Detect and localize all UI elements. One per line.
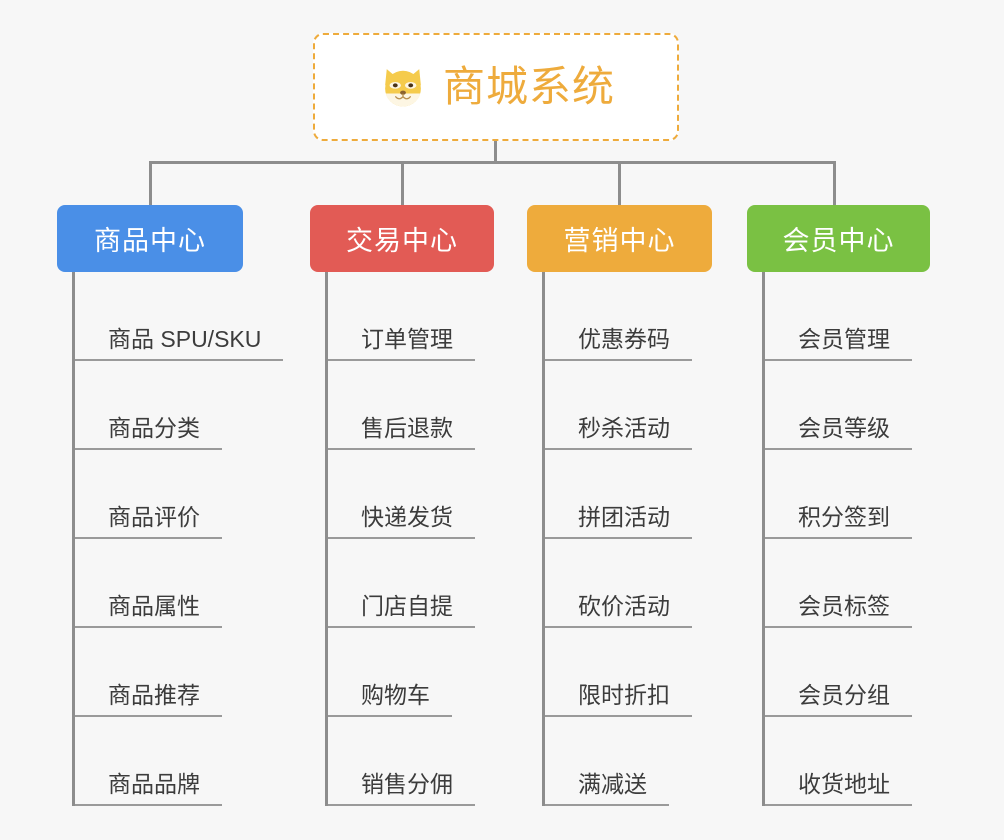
leaf-label: 满减送 — [578, 771, 647, 798]
connector-drop-4 — [833, 161, 836, 205]
leaf-item[interactable]: 收货地址 — [765, 717, 912, 806]
leaf-item[interactable]: 商品 SPU/SKU — [75, 272, 284, 361]
leaf-label: 拼团活动 — [578, 504, 670, 531]
leaf-label: 商品属性 — [108, 593, 200, 620]
category-label-4: 会员中心 — [782, 226, 895, 256]
leaf-item[interactable]: 商品分类 — [75, 361, 222, 450]
leaf-item[interactable]: 会员管理 — [765, 272, 912, 361]
leaf-label: 商品品牌 — [108, 771, 200, 798]
leaf-item[interactable]: 商品推荐 — [75, 628, 222, 717]
branch-trunk-3 — [542, 272, 545, 806]
leaf-item[interactable]: 限时折扣 — [545, 628, 692, 717]
leaf-label: 会员分组 — [798, 682, 890, 709]
leaf-label: 优惠券码 — [578, 326, 670, 353]
leaf-item[interactable]: 售后退款 — [328, 361, 475, 450]
leaf-label: 限时折扣 — [578, 682, 670, 709]
connector-drop-2 — [401, 161, 404, 205]
leaf-item[interactable]: 满减送 — [545, 717, 669, 806]
connector-horizontal-bus — [149, 161, 836, 164]
category-box-2[interactable]: 交易中心 — [310, 205, 494, 272]
leaf-item[interactable]: 商品品牌 — [75, 717, 222, 806]
leaf-item[interactable]: 砍价活动 — [545, 539, 692, 628]
root-title: 商城系统 — [442, 63, 615, 110]
leaf-item[interactable]: 会员标签 — [765, 539, 912, 628]
leaf-item[interactable]: 商品评价 — [75, 450, 222, 539]
category-box-3[interactable]: 营销中心 — [527, 205, 712, 272]
leaf-label: 砍价活动 — [578, 593, 670, 620]
leaf-label: 会员等级 — [798, 415, 890, 442]
leaf-label: 会员管理 — [798, 326, 890, 353]
branch-trunk-1 — [72, 272, 75, 806]
leaf-label: 售后退款 — [361, 415, 453, 442]
leaf-item[interactable]: 销售分佣 — [328, 717, 475, 806]
leaf-label: 积分签到 — [798, 504, 890, 531]
leaf-label: 购物车 — [361, 682, 430, 709]
branch-trunk-4 — [762, 272, 765, 806]
root-node[interactable]: 商城系统 — [313, 33, 679, 141]
leaf-item[interactable]: 拼团活动 — [545, 450, 692, 539]
leaf-item[interactable]: 优惠券码 — [545, 272, 692, 361]
leaf-item[interactable]: 商品属性 — [75, 539, 222, 628]
leaf-item[interactable]: 会员等级 — [765, 361, 912, 450]
leaf-label: 会员标签 — [798, 593, 890, 620]
connector-drop-1 — [149, 161, 152, 205]
leaf-item[interactable]: 快递发货 — [328, 450, 475, 539]
category-label-3: 营销中心 — [563, 226, 676, 256]
leaf-label: 销售分佣 — [361, 771, 453, 798]
leaf-item[interactable]: 门店自提 — [328, 539, 475, 628]
leaf-label: 收货地址 — [798, 771, 890, 798]
category-box-4[interactable]: 会员中心 — [747, 205, 930, 272]
leaf-item[interactable]: 订单管理 — [328, 272, 475, 361]
category-box-1[interactable]: 商品中心 — [57, 205, 243, 272]
leaf-label: 快递发货 — [361, 504, 453, 531]
leaf-label: 商品分类 — [108, 415, 200, 442]
branch-trunk-2 — [325, 272, 328, 806]
leaf-label: 商品 SPU/SKU — [108, 326, 262, 353]
leaf-item[interactable]: 购物车 — [328, 628, 452, 717]
connector-drop-3 — [618, 161, 621, 205]
leaf-label: 门店自提 — [361, 593, 453, 620]
leaf-label: 商品推荐 — [108, 682, 200, 709]
leaf-label: 订单管理 — [361, 326, 453, 353]
category-label-2: 交易中心 — [346, 226, 458, 256]
leaf-item[interactable]: 秒杀活动 — [545, 361, 692, 450]
leaf-label: 秒杀活动 — [578, 415, 670, 442]
leaf-item[interactable]: 会员分组 — [765, 628, 912, 717]
shiba-dog-face-icon — [377, 61, 429, 113]
category-label-1: 商品中心 — [94, 226, 206, 256]
leaf-item[interactable]: 积分签到 — [765, 450, 912, 539]
leaf-label: 商品评价 — [108, 504, 200, 531]
connector-root-stem — [494, 141, 497, 164]
